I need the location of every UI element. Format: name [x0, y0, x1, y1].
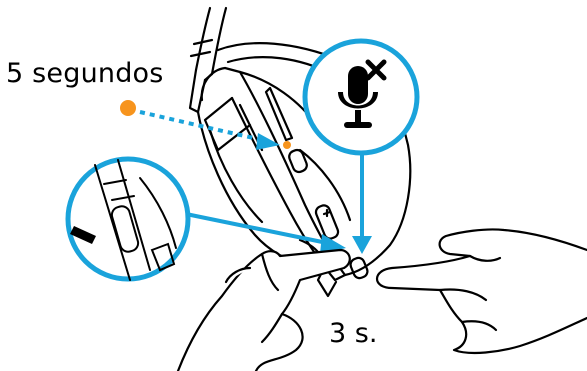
mute-button-shape	[349, 256, 369, 280]
headband	[190, 8, 226, 112]
power-button-shape	[287, 148, 308, 174]
mute-hold-time-label: 3 s.	[329, 318, 377, 349]
power-hold-time-label: 5 segundos	[6, 58, 164, 89]
led-dot-left	[120, 100, 136, 116]
led-dot-device	[283, 141, 291, 149]
left-hand	[178, 250, 350, 371]
zoom-callout-buttons	[68, 159, 188, 280]
right-hand	[377, 229, 587, 353]
